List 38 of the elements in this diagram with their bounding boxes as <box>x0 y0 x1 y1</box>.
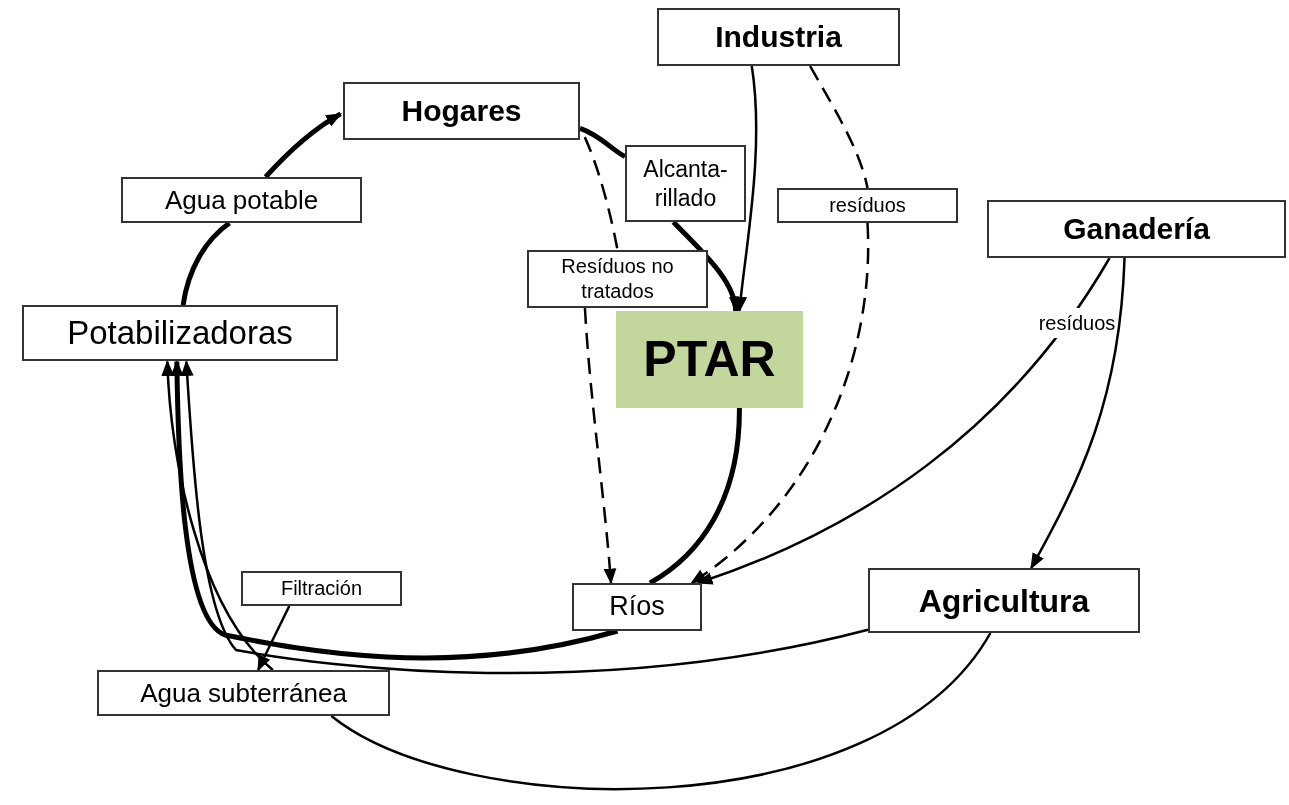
node-label: Industria <box>715 19 842 56</box>
process-box <box>868 568 1140 633</box>
process-box <box>343 82 580 140</box>
label-box <box>625 145 746 222</box>
process-box <box>22 305 338 361</box>
node-label: Agua potable <box>164 183 319 217</box>
node-label: Filtración <box>280 576 363 601</box>
highlight-box <box>616 311 803 408</box>
node-label: Ganadería <box>1063 211 1210 248</box>
node-label: Agua subterránea <box>140 676 347 710</box>
arrow <box>1030 257 1126 570</box>
node-label: PTAR <box>643 330 776 390</box>
label-box <box>527 250 708 308</box>
arrow <box>180 359 869 675</box>
edge-label: resíduos <box>1038 308 1116 338</box>
label-box <box>121 177 362 223</box>
arrow <box>671 220 741 313</box>
node-label: Resíduos no tratados <box>560 254 675 304</box>
node-label: Alcanta-rillado <box>642 154 729 213</box>
process-box <box>987 200 1286 258</box>
node-label: Ríos <box>609 590 665 624</box>
node-label: Hogares <box>401 93 522 130</box>
node-label: Agricultura <box>918 581 1090 621</box>
dashed-arrow <box>690 222 870 584</box>
arrow <box>257 605 291 672</box>
node-label: Potabilizadoras <box>67 313 293 354</box>
process-box <box>572 583 702 631</box>
arrow <box>696 257 1111 585</box>
label-box <box>777 188 958 223</box>
dashed-arrow <box>583 307 617 585</box>
arrow <box>263 111 342 179</box>
process-box <box>97 670 390 716</box>
process-box <box>241 571 402 606</box>
process-box <box>657 8 900 66</box>
arrow <box>161 359 274 671</box>
arrow <box>734 65 758 313</box>
node-label: resíduos <box>829 193 906 218</box>
arrow <box>170 359 619 661</box>
